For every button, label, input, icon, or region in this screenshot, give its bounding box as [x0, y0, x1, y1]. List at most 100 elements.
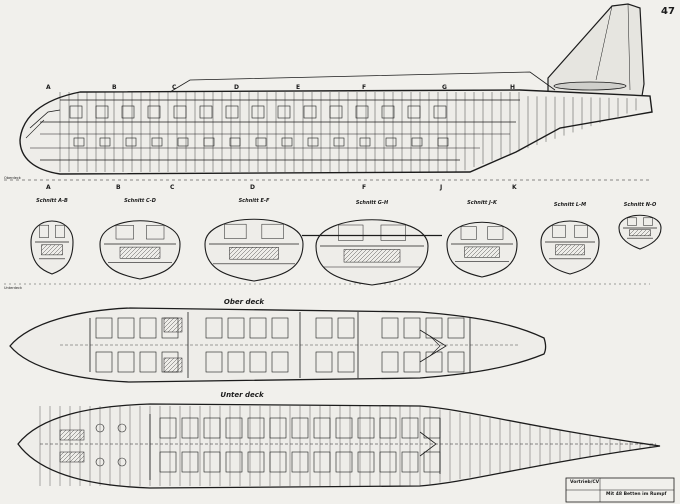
side-label: Unterdeck: [4, 286, 23, 290]
frame-marker: G: [442, 84, 447, 91]
cabin-cell: [355, 105, 369, 119]
cabin-cell: [159, 451, 177, 473]
cabin-cell: [315, 351, 333, 373]
upper-deck-plan: [9, 307, 547, 383]
frame-marker: J: [440, 184, 443, 191]
cabin-cell: [139, 317, 157, 339]
cabin-cell: [225, 417, 243, 439]
cabin-cell: [95, 105, 109, 119]
cabin-cell: [437, 137, 449, 147]
cabin-cell: [151, 137, 163, 147]
frame-marker: C: [170, 184, 175, 191]
cabin-cell: [303, 105, 317, 119]
section-label: Schnitt J-K: [467, 200, 497, 206]
page-number: 47: [661, 6, 675, 17]
cabin-cell: [181, 451, 199, 473]
cross-section: [302, 219, 442, 286]
cabin-cell: [121, 105, 135, 119]
cabin-cell: [333, 137, 345, 147]
cabin-cell: [357, 451, 375, 473]
frame-marker: B: [116, 184, 121, 191]
upper-deck-title: Ober deck: [223, 298, 265, 306]
cabin-cell: [359, 137, 371, 147]
section-label: Schnitt G-H: [355, 200, 389, 206]
cabin-cell: [205, 351, 223, 373]
frame-marker: F: [362, 84, 367, 91]
cabin-cell: [357, 417, 375, 439]
cabin-cell: [271, 351, 289, 373]
frame-marker: D: [234, 84, 239, 91]
cabin-cell: [203, 137, 215, 147]
title-block: [565, 477, 675, 503]
cabin-cell: [271, 317, 289, 339]
fuselage-outline: [19, 89, 653, 175]
cabin-cell: [381, 351, 399, 373]
cabin-cell: [205, 317, 223, 339]
cabin-cell: [335, 451, 353, 473]
cabin-cell: [181, 417, 199, 439]
cross-section: [618, 214, 662, 250]
cabin-cell: [401, 417, 419, 439]
cabin-cell: [247, 451, 265, 473]
cabin-cell: [225, 105, 239, 119]
cabin-cell: [227, 351, 245, 373]
frame-marker: C: [172, 84, 177, 91]
cabin-cell: [247, 417, 265, 439]
frame-marker: E: [296, 84, 301, 91]
cabin-cell: [337, 317, 355, 339]
section-label: Schnitt L-M: [553, 202, 587, 208]
cabin-cell: [381, 317, 399, 339]
side-elevation: [19, 3, 653, 175]
cabin-cell: [401, 451, 419, 473]
cabin-cell: [329, 105, 343, 119]
cabin-cell: [203, 451, 221, 473]
section-label: Schnitt A-B: [36, 198, 68, 204]
cabin-cell: [447, 351, 465, 373]
cabin-cell: [433, 105, 447, 119]
frame-marker: F: [362, 184, 367, 191]
cabin-cell: [379, 451, 397, 473]
cabin-cell: [117, 317, 135, 339]
cabin-cell: [229, 137, 241, 147]
cabin-cell: [73, 137, 85, 147]
cabin-cell: [291, 417, 309, 439]
cross-section: [30, 220, 74, 275]
cabin-cell: [159, 417, 177, 439]
cabin-cell: [381, 105, 395, 119]
cabin-cell: [125, 137, 137, 147]
title-block-number: Vortrieb/CV: [570, 480, 600, 485]
cabin-cell: [313, 417, 331, 439]
cabin-cell: [269, 417, 287, 439]
cabin-cell: [423, 451, 441, 473]
cabin-cell: [403, 317, 421, 339]
frame-marker: B: [112, 84, 117, 91]
cabin-cell: [337, 351, 355, 373]
cabin-cell: [199, 105, 213, 119]
cabin-cell: [251, 105, 265, 119]
cabin-cell: [95, 317, 113, 339]
cabin-cell: [269, 451, 287, 473]
cabin-cell: [447, 317, 465, 339]
side-label: Oberdeck: [4, 176, 21, 180]
frame-marker: H: [510, 84, 516, 91]
cabin-cell: [139, 351, 157, 373]
cabin-cell: [249, 351, 267, 373]
cabin-cell: [423, 417, 441, 439]
cabin-cell: [249, 317, 267, 339]
cabin-cell: [95, 351, 113, 373]
cabin-cell: [147, 105, 161, 119]
cabin-cell: [315, 317, 333, 339]
cabin-cell: [69, 105, 83, 119]
cabin-cell: [203, 417, 221, 439]
lower-deck-outline: [17, 403, 661, 489]
cabin-cell: [117, 351, 135, 373]
cross-section: [446, 221, 518, 278]
frame-marker: A: [46, 184, 51, 191]
cabin-cell: [407, 105, 421, 119]
cabin-cell: [313, 451, 331, 473]
horizontal-stabilizer: [553, 81, 627, 91]
frame-marker: K: [512, 184, 517, 191]
lower-deck-plan: [17, 403, 661, 489]
cabin-cell: [385, 137, 397, 147]
